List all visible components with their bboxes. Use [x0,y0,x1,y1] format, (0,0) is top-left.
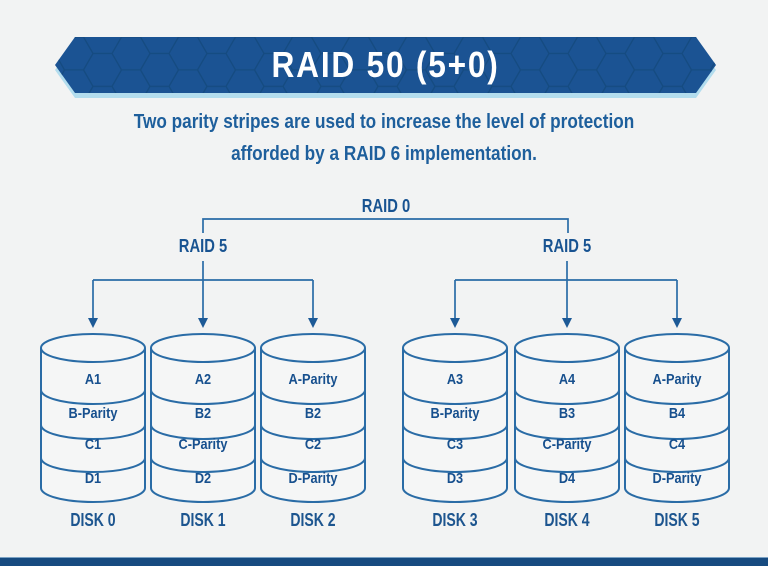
disk-0-band-a: A1 [84,371,102,388]
arrow-down-icon [198,318,208,328]
disk-4-band-c: C-Parity [542,436,592,453]
disk-0-band-d: D1 [84,470,102,487]
disk-3-cylinder: A3 B-Parity C3 D3 [400,332,510,504]
disk-5-cylinder: A-Parity B4 C4 D-Parity [622,332,732,504]
arrow-down-icon [562,318,572,328]
disk-3-band-d: D3 [446,470,464,487]
disk-5-band-a: A-Parity [652,371,702,388]
disk-5-name-label: DISK 5 [654,510,700,530]
arrow-down-icon [88,318,98,328]
disk-5-band-b: B4 [668,405,686,422]
disk-1-band-d: D2 [194,470,212,487]
raid5-right-label: RAID 5 [542,236,592,256]
disk-4-band-d: D4 [558,470,576,487]
arrow-down-icon [308,318,318,328]
disk-0-band-b: B-Parity [68,405,118,422]
disk-3-band-b: B-Parity [430,405,480,422]
subtitle-line-2: afforded by a RAID 6 implementation. [231,143,537,165]
disk-4-band-b: B3 [558,405,576,422]
arrow-down-icon [450,318,460,328]
disk-1-cylinder: A2 B2 C-Parity D2 [148,332,258,504]
arrow-down-icon [672,318,682,328]
disk-2-name-label: DISK 2 [290,510,336,530]
disk-0-name-label: DISK 0 [70,510,116,530]
disk-2-band-b: B2 [304,405,322,422]
disk-4-band-a: A4 [558,371,576,388]
disk-1-band-a: A2 [194,371,212,388]
disk-5-band-d: D-Parity [652,470,702,487]
disk-2-cylinder: A-Parity B2 C2 D-Parity [258,332,368,504]
disk-1-band-c: C-Parity [178,436,228,453]
hexagon-pattern [55,37,716,93]
disk-3-name-label: DISK 3 [432,510,478,530]
disk-2-band-a: A-Parity [288,371,338,388]
subtitle: Two parity stripes are used to increase … [54,106,714,170]
disk-1-band-b: B2 [194,405,212,422]
disk-4-name-label: DISK 4 [544,510,590,530]
disk-3-band-c: C3 [446,436,464,453]
disk-3-band-a: A3 [446,371,464,388]
disk-2-band-c: C2 [304,436,322,453]
bottom-bar [0,557,768,566]
page-title: RAID 50 (5+0) [271,44,500,85]
disk-1-name-label: DISK 1 [180,510,226,530]
raid0-label: RAID 0 [361,196,411,216]
subtitle-line-1: Two parity stripes are used to increase … [133,111,635,133]
disk-0-band-c: C1 [84,436,102,453]
disk-0-cylinder: A1 B-Parity C1 D1 [38,332,148,504]
raid5-left-label: RAID 5 [178,236,228,256]
disk-2-band-d: D-Parity [288,470,338,487]
title-banner: RAID 50 (5+0) [55,37,716,93]
disk-4-cylinder: A4 B3 C-Parity D4 [512,332,622,504]
disk-5-band-c: C4 [668,436,686,453]
